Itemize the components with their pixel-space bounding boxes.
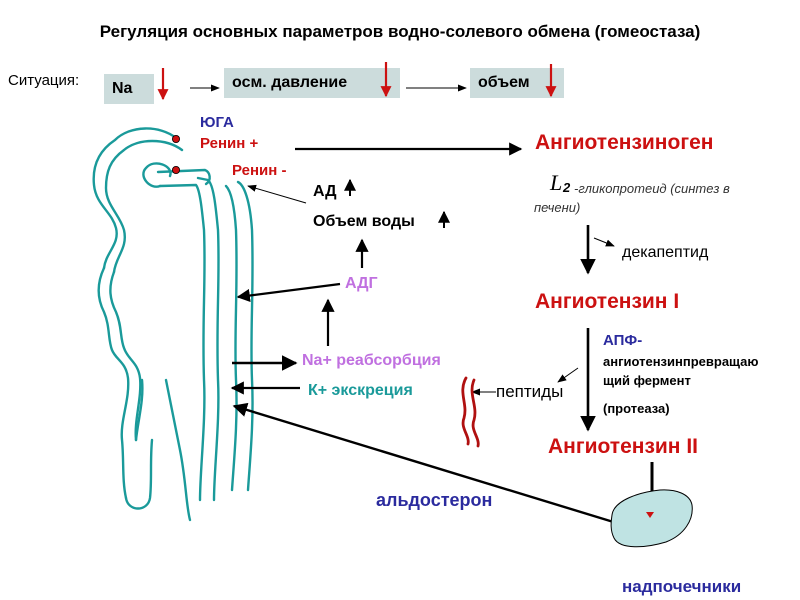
situation-label: Ситуация:	[8, 72, 80, 89]
arrow-adh-to-kidney	[236, 282, 341, 303]
sodium-box: Na	[104, 74, 154, 104]
vessel-drawing	[461, 376, 480, 448]
label-ad: АД	[313, 183, 337, 200]
label-glycoprotein-line2: печени)	[534, 200, 581, 215]
adrenal-red-mark	[646, 512, 654, 518]
label-alpha2-symbol: L	[550, 170, 563, 195]
label-na-reabsorption: Na+ реабсорбция	[302, 352, 441, 369]
label-ace: АПФ-	[603, 332, 643, 349]
arrow-peptides	[557, 367, 579, 383]
jga-dot-bottom	[171, 165, 180, 174]
label-k-excretion: К+ экскреция	[308, 382, 413, 399]
page-title: Регуляция основных параметров водно-соле…	[99, 22, 701, 41]
label-alpha2-sub: 2	[563, 180, 571, 195]
label-ace-line4: (протеаза)	[603, 401, 670, 416]
nephron-drawing	[92, 127, 254, 522]
label-ace-line2: ангиотензинпревращаю	[603, 354, 759, 369]
label-adrenals: надпочечники	[622, 577, 742, 596]
osmotic-pressure-box: осм. давление	[224, 68, 400, 98]
arrow-ad-to-renin-minus	[247, 184, 307, 204]
arrow-aldosterone-to-kidney	[232, 402, 621, 526]
label-angiotensin2: Ангиотензин II	[548, 435, 698, 458]
adrenal-gland-shape	[610, 489, 693, 548]
label-ace-line3: щий фермент	[603, 373, 691, 388]
label-renin-plus: Ренин +	[200, 135, 259, 152]
label-aldosterone: альдостерон	[376, 490, 493, 510]
label-angiotensinogen: Ангиотензиноген	[535, 131, 714, 154]
label-glycoprotein-line1: -гликопротеид (синтез в	[574, 181, 730, 196]
label-yuga: ЮГА	[200, 114, 234, 131]
label-adh: АДГ	[345, 275, 378, 292]
arrow-decapeptide	[593, 237, 615, 247]
label-renin-minus: Ренин -	[232, 162, 287, 179]
label-water-volume: Объем воды	[313, 213, 415, 230]
jga-dot-top	[171, 134, 180, 143]
label-angiotensin1: Ангиотензин I	[535, 290, 680, 313]
label-peptides: пептиды	[496, 382, 564, 401]
label-decapeptide: декапептид	[622, 244, 709, 261]
